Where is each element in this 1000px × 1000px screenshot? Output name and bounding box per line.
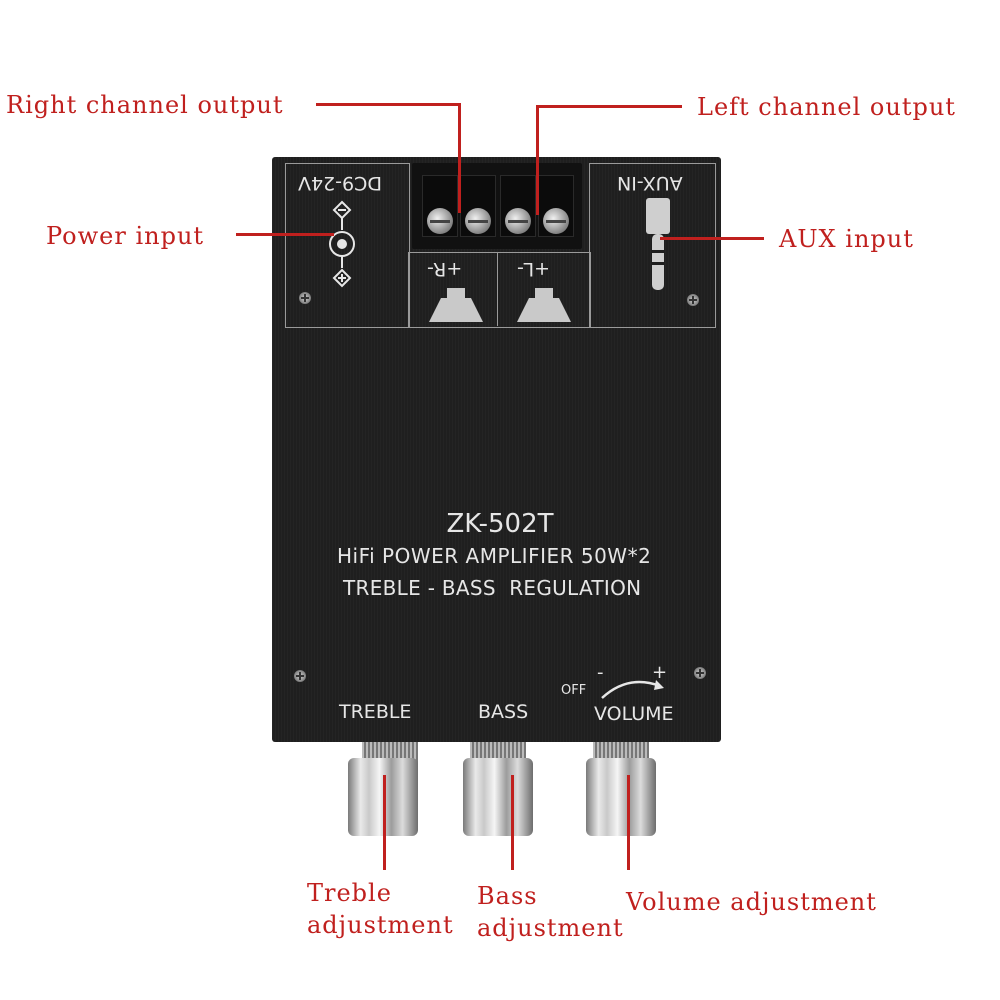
terminal-screw-icon bbox=[427, 208, 453, 234]
right-output-line-h bbox=[316, 103, 461, 106]
speaker-divider bbox=[497, 252, 498, 326]
volume-minus-label: - bbox=[597, 662, 604, 683]
regulation-text: TREBLE - BASS REGULATION bbox=[343, 576, 642, 600]
left-channel-output-callout: Left channel output bbox=[697, 93, 956, 121]
volume-label: VOLUME bbox=[594, 703, 674, 725]
bass-knob[interactable] bbox=[463, 758, 533, 836]
bass-line bbox=[511, 775, 514, 870]
aux-panel-outline bbox=[589, 163, 716, 328]
terminal-right-plus bbox=[422, 175, 458, 237]
screw-icon bbox=[294, 670, 306, 682]
model-name: ZK-502T bbox=[446, 509, 554, 539]
screw-icon bbox=[694, 667, 706, 679]
right-output-line-v bbox=[458, 103, 461, 213]
aux-input-line bbox=[660, 237, 764, 240]
right-speaker-label: +R- bbox=[427, 258, 463, 280]
speaker-terminal-block bbox=[412, 163, 582, 249]
treble-adjustment-line2: adjustment bbox=[307, 911, 454, 939]
bass-label: BASS bbox=[478, 701, 529, 723]
treble-adjustment-callout: Treble adjustment bbox=[307, 877, 454, 941]
volume-line bbox=[627, 775, 630, 870]
terminal-screw-icon bbox=[465, 208, 491, 234]
volume-adjustment-callout: Volume adjustment bbox=[626, 888, 877, 916]
bass-adjustment-callout: Bass adjustment bbox=[477, 880, 624, 944]
amplifier-subtitle: HiFi POWER AMPLIFIER 50W*2 bbox=[337, 544, 652, 568]
bass-adjustment-line1: Bass bbox=[477, 882, 538, 910]
volume-plus-label: + bbox=[652, 662, 668, 683]
right-speaker-icon bbox=[429, 288, 483, 322]
terminal-screw-icon bbox=[505, 208, 531, 234]
power-input-line bbox=[236, 233, 334, 236]
volume-knob[interactable] bbox=[586, 758, 656, 836]
right-channel-output-callout: Right channel output bbox=[6, 91, 284, 119]
left-speaker-icon bbox=[517, 288, 571, 322]
power-input-callout: Power input bbox=[46, 222, 205, 250]
screw-icon bbox=[299, 292, 311, 304]
terminal-left-plus bbox=[500, 175, 536, 237]
volume-off-label: OFF bbox=[561, 683, 587, 698]
treble-adjustment-line1: Treble bbox=[307, 879, 392, 907]
terminal-screw-icon bbox=[543, 208, 569, 234]
left-output-line-h bbox=[536, 105, 682, 108]
aux-input-callout: AUX input bbox=[779, 225, 914, 253]
bass-adjustment-line2: adjustment bbox=[477, 914, 624, 942]
terminal-right-minus bbox=[460, 175, 496, 237]
left-output-line-v bbox=[536, 105, 539, 215]
screw-icon bbox=[687, 294, 699, 306]
left-speaker-label: +L- bbox=[517, 258, 551, 280]
dc-jack-icon bbox=[329, 200, 355, 288]
audio-jack-icon bbox=[646, 198, 670, 290]
power-panel-outline bbox=[285, 163, 410, 328]
aux-in-label: AUX-IN bbox=[617, 172, 683, 194]
speaker-panel-outline bbox=[408, 252, 591, 328]
volume-arrow-icon bbox=[601, 680, 664, 699]
terminal-left-minus bbox=[538, 175, 574, 237]
treble-label: TREBLE bbox=[339, 701, 412, 723]
treble-line bbox=[383, 775, 386, 870]
power-rating-label: DC9-24V bbox=[298, 172, 383, 194]
